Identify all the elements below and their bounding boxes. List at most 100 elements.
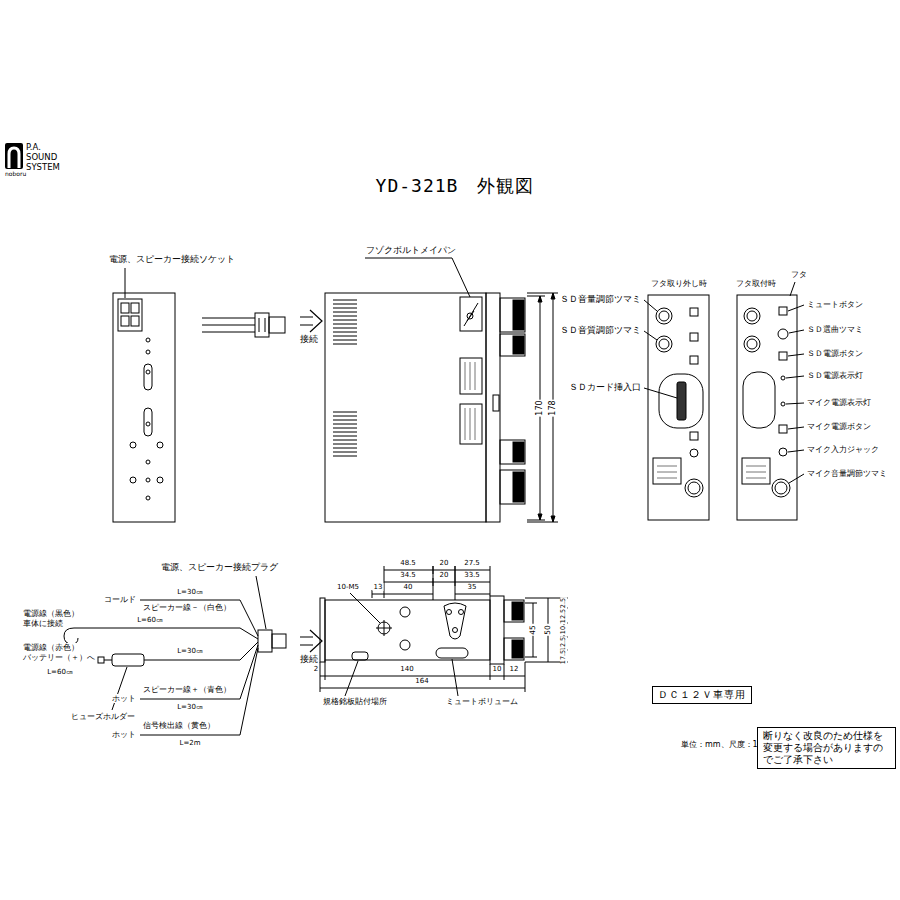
dimension: 170: [535, 399, 544, 416]
spec-box: ＤＣ１２Ｖ車専用: [652, 686, 752, 704]
dimension: 40: [403, 583, 414, 591]
view-label: フタ取付時: [735, 279, 777, 288]
front-panel-closed-part: [742, 458, 770, 484]
dimension: 140: [399, 665, 414, 673]
front-panel-open-part: [659, 374, 703, 428]
part-label: ミュートボタン: [806, 300, 864, 310]
front-panel-open-part: [690, 449, 698, 457]
view-label: フタ取り外し時: [650, 279, 708, 288]
front-panel-closed-part: [781, 402, 785, 406]
bottom-view-part: [320, 598, 325, 662]
bottom-view-part: [320, 660, 525, 692]
part-label: マイク音量調節ツマミ: [806, 469, 888, 479]
rear-view-part: [130, 477, 136, 483]
bottom-view-part: [436, 648, 468, 658]
note: 単位：mm、尺度：1/2: [680, 740, 766, 749]
part-label: フゾクボルトメイパン: [365, 246, 457, 256]
dimension: 10: [560, 625, 567, 635]
wire-label: ホット: [111, 694, 137, 703]
dimension: 10: [492, 665, 503, 673]
wire-harness-part: [104, 642, 258, 660]
bottom-view-part: [400, 640, 410, 650]
wire-label: 信号検出線（黄色）: [142, 721, 216, 730]
side-view-part: [500, 298, 525, 332]
plug-top: [202, 313, 285, 337]
rear-view-part: [157, 477, 163, 483]
dimension: 12: [509, 665, 520, 673]
side-view-part: [513, 472, 524, 502]
rear-view-part: [157, 442, 163, 448]
rear-view-part: [146, 370, 150, 374]
side-view-part: [500, 470, 525, 504]
bottom-view-part: [433, 566, 455, 586]
front-panel-open-part: [657, 466, 677, 478]
bottom-view-part: [447, 610, 452, 615]
bottom-view-part: [444, 603, 466, 639]
wire-label: ホット: [111, 730, 137, 739]
node-text: 断りなく改良のため仕様を変更する場合がありますのでご了承下さい: [763, 730, 890, 766]
dimension: 13: [373, 583, 384, 591]
bottom-view-part: [376, 620, 392, 636]
wire-harness: [64, 576, 286, 735]
side-view-part: [460, 358, 482, 394]
part-label: ヒューズホルダー: [70, 712, 136, 721]
logo-text: SOUND: [25, 153, 58, 163]
part-label: ＳＤ選曲ツマミ: [806, 325, 864, 335]
front-panel-open-part: [648, 295, 709, 520]
front-panel-open-part: [644, 300, 677, 398]
logo-mark: [5, 143, 23, 169]
part-label: 規格銘板貼付場所: [322, 697, 388, 706]
wire-label: バッテリー（＋）へ: [22, 653, 96, 662]
wire-harness-part: [256, 576, 266, 629]
rear-view-part: [131, 316, 139, 326]
bottom-view-part: [350, 593, 380, 623]
side-view-part: [460, 297, 482, 331]
wire-label: 車体に接続: [22, 619, 64, 628]
rear-view-part: [146, 460, 150, 464]
front-panel-open-part: [690, 432, 698, 440]
rear-view-part: [125, 268, 126, 298]
bottom-view-part: [504, 600, 524, 622]
dimension: 20: [439, 559, 450, 567]
side-view-part: [464, 303, 478, 326]
dimension: 17.5: [560, 649, 567, 665]
length-label: L=2m: [178, 739, 201, 747]
front-panel-open-part: [659, 311, 669, 321]
part-label: 電源、スピーカー接続ソケット: [108, 255, 236, 265]
side-view-part: [500, 334, 525, 356]
front-panel-closed-part: [744, 308, 760, 324]
connect-label: 接続: [299, 334, 319, 344]
logo-text: SYSTEM: [25, 163, 61, 173]
connect-arrow-part: [300, 630, 322, 652]
wire-label: スピーカー線＋（青色）: [142, 685, 232, 694]
dimension: 45: [529, 624, 538, 636]
wire-harness-part: [112, 654, 144, 666]
connect-arrow: [300, 310, 322, 652]
side-view-part: [465, 362, 475, 390]
connect-arrow-part: [300, 310, 322, 332]
part-label: ＳＤカード挿入口: [568, 383, 642, 393]
side-view-part: [325, 293, 486, 522]
front-panel-open-part: [690, 308, 698, 316]
logo-text: noboru: [4, 171, 27, 178]
rear-view-part: [146, 338, 150, 342]
bottom-view-part: [320, 676, 525, 688]
part-label: 電源、スピーカー接続プラグ: [160, 563, 279, 573]
rear-view-part: [146, 350, 150, 354]
rear-view-part: [144, 408, 152, 436]
rear-view-part: [144, 364, 152, 390]
logo-text: P.A.: [25, 143, 42, 153]
part-label: ＳＤ音量調節ツマミ: [559, 295, 642, 305]
rear-view-part: [146, 496, 150, 500]
front-panel-closed-part: [775, 482, 787, 494]
front-panel-closed-part: [747, 339, 757, 349]
bottom-view-part: [400, 607, 410, 617]
bottom-view-part: [352, 652, 368, 660]
part-label: ＳＤ電源表示灯: [806, 371, 864, 381]
front-panel-open-part: [659, 339, 669, 349]
front-panel-closed-part: [746, 466, 766, 478]
bottom-view-part: [512, 640, 523, 658]
front-panel-closed-part: [786, 282, 804, 483]
wire-label: コールド: [103, 595, 137, 604]
